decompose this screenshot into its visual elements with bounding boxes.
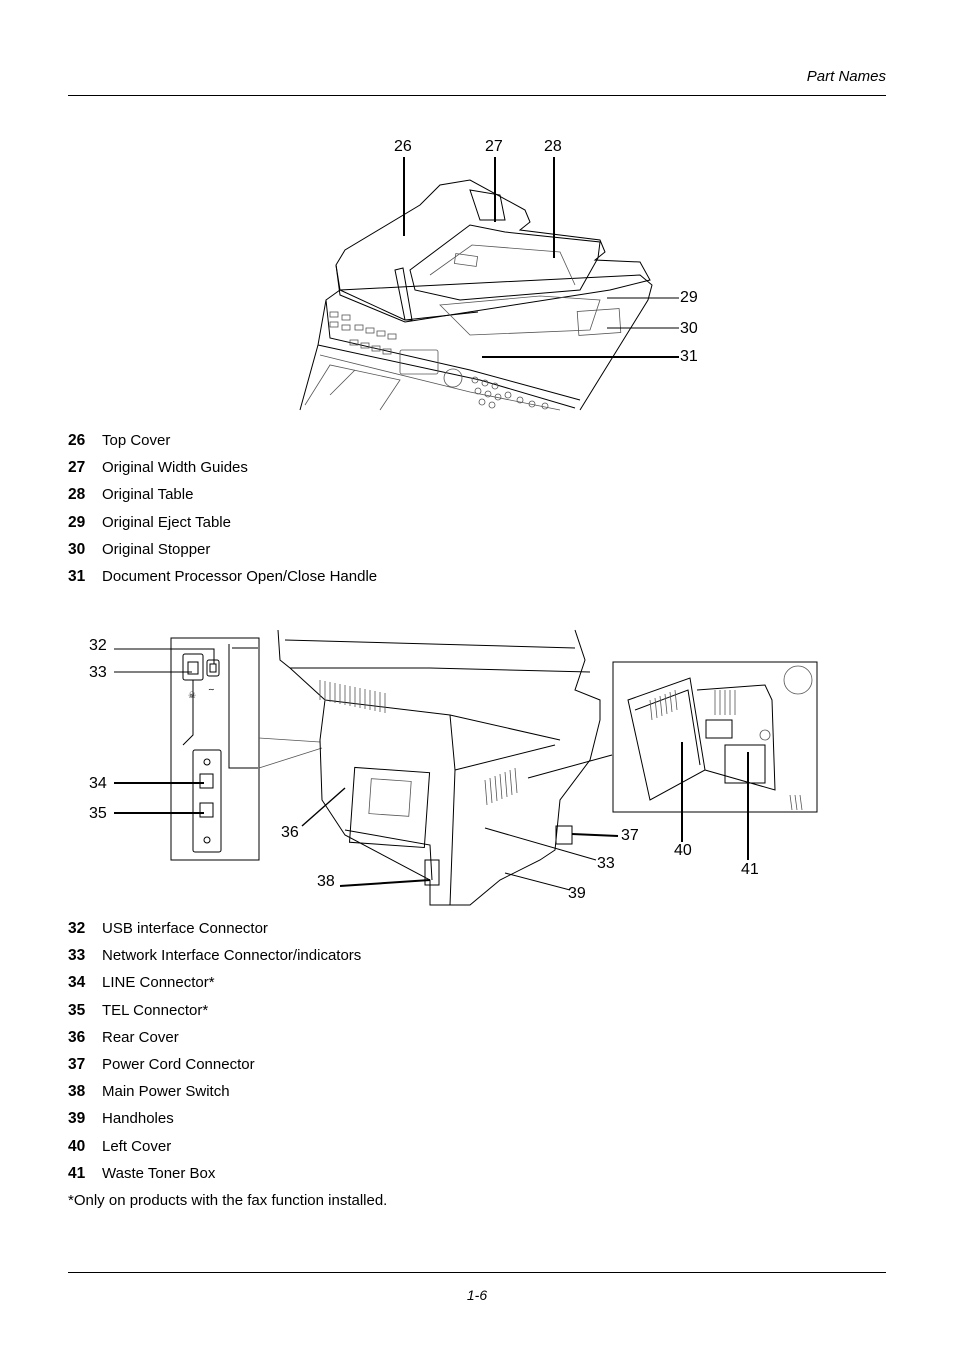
connector-panel-inset: ☠ ∼ [171,638,259,860]
page-number: 1-6 [0,1287,954,1303]
legend-label: Main Power Switch [102,1083,230,1100]
legend-number: 28 [68,486,102,504]
legend-label: Document Processor Open/Close Handle [102,568,377,585]
legend-number: 35 [68,1002,102,1020]
left-cover-inset [613,662,817,812]
svg-text:∼: ∼ [208,685,215,694]
footer-rule [68,1272,886,1273]
legend-label: Network Interface Connector/indicators [102,947,361,964]
callout-33b: 33 [597,855,615,872]
printer-rear-illustration [278,630,600,905]
legend-label: Top Cover [102,432,170,449]
legend-number: 32 [68,920,102,938]
callout-29: 29 [680,289,698,306]
callout-32: 32 [89,637,107,654]
svg-text:☠: ☠ [188,691,196,701]
legend-number: 37 [68,1056,102,1074]
legend-label: USB interface Connector [102,920,268,937]
callout-26: 26 [394,138,412,155]
legend-number: 34 [68,974,102,992]
legend-label: Left Cover [102,1138,171,1155]
callout-35: 35 [89,805,107,822]
legend-number: 29 [68,514,102,532]
callouts-top: 26 27 28 29 30 31 [394,138,698,365]
legend-label: Rear Cover [102,1029,179,1046]
callout-36: 36 [281,824,299,841]
callout-31: 31 [680,348,698,365]
callout-30: 30 [680,320,698,337]
legend-label: Original Width Guides [102,459,248,476]
legend-number: 33 [68,947,102,965]
legend-number: 36 [68,1029,102,1047]
legend-label: Handholes [102,1110,174,1127]
legend-label: Original Stopper [102,541,210,558]
callout-38: 38 [317,873,335,890]
legend-label: LINE Connector* [102,974,215,991]
legend-number: 39 [68,1110,102,1128]
callout-28: 28 [544,138,562,155]
legend-number: 40 [68,1138,102,1156]
callout-33: 33 [89,664,107,681]
legend-label: Waste Toner Box [102,1165,215,1182]
legend-number: 30 [68,541,102,559]
printer-top-illustration [300,180,652,410]
callout-41: 41 [741,861,759,878]
legend-number: 26 [68,432,102,450]
legend-label: Original Table [102,486,193,503]
leader-lines-top [404,157,679,357]
legend-label: Original Eject Table [102,514,231,531]
callout-40: 40 [674,842,692,859]
legend-number: 27 [68,459,102,477]
legend-number: 41 [68,1165,102,1183]
legend-label: Power Cord Connector [102,1056,255,1073]
callout-27: 27 [485,138,503,155]
callout-39: 39 [568,885,586,902]
legend-label: TEL Connector* [102,1002,208,1019]
callout-37: 37 [621,827,639,844]
footnote: *Only on products with the fax function … [68,1192,387,1209]
legend-number: 38 [68,1083,102,1101]
callout-34: 34 [89,775,107,792]
legend-number: 31 [68,568,102,586]
callouts-bottom: 32 33 34 35 36 37 33 38 39 40 41 [89,637,759,902]
